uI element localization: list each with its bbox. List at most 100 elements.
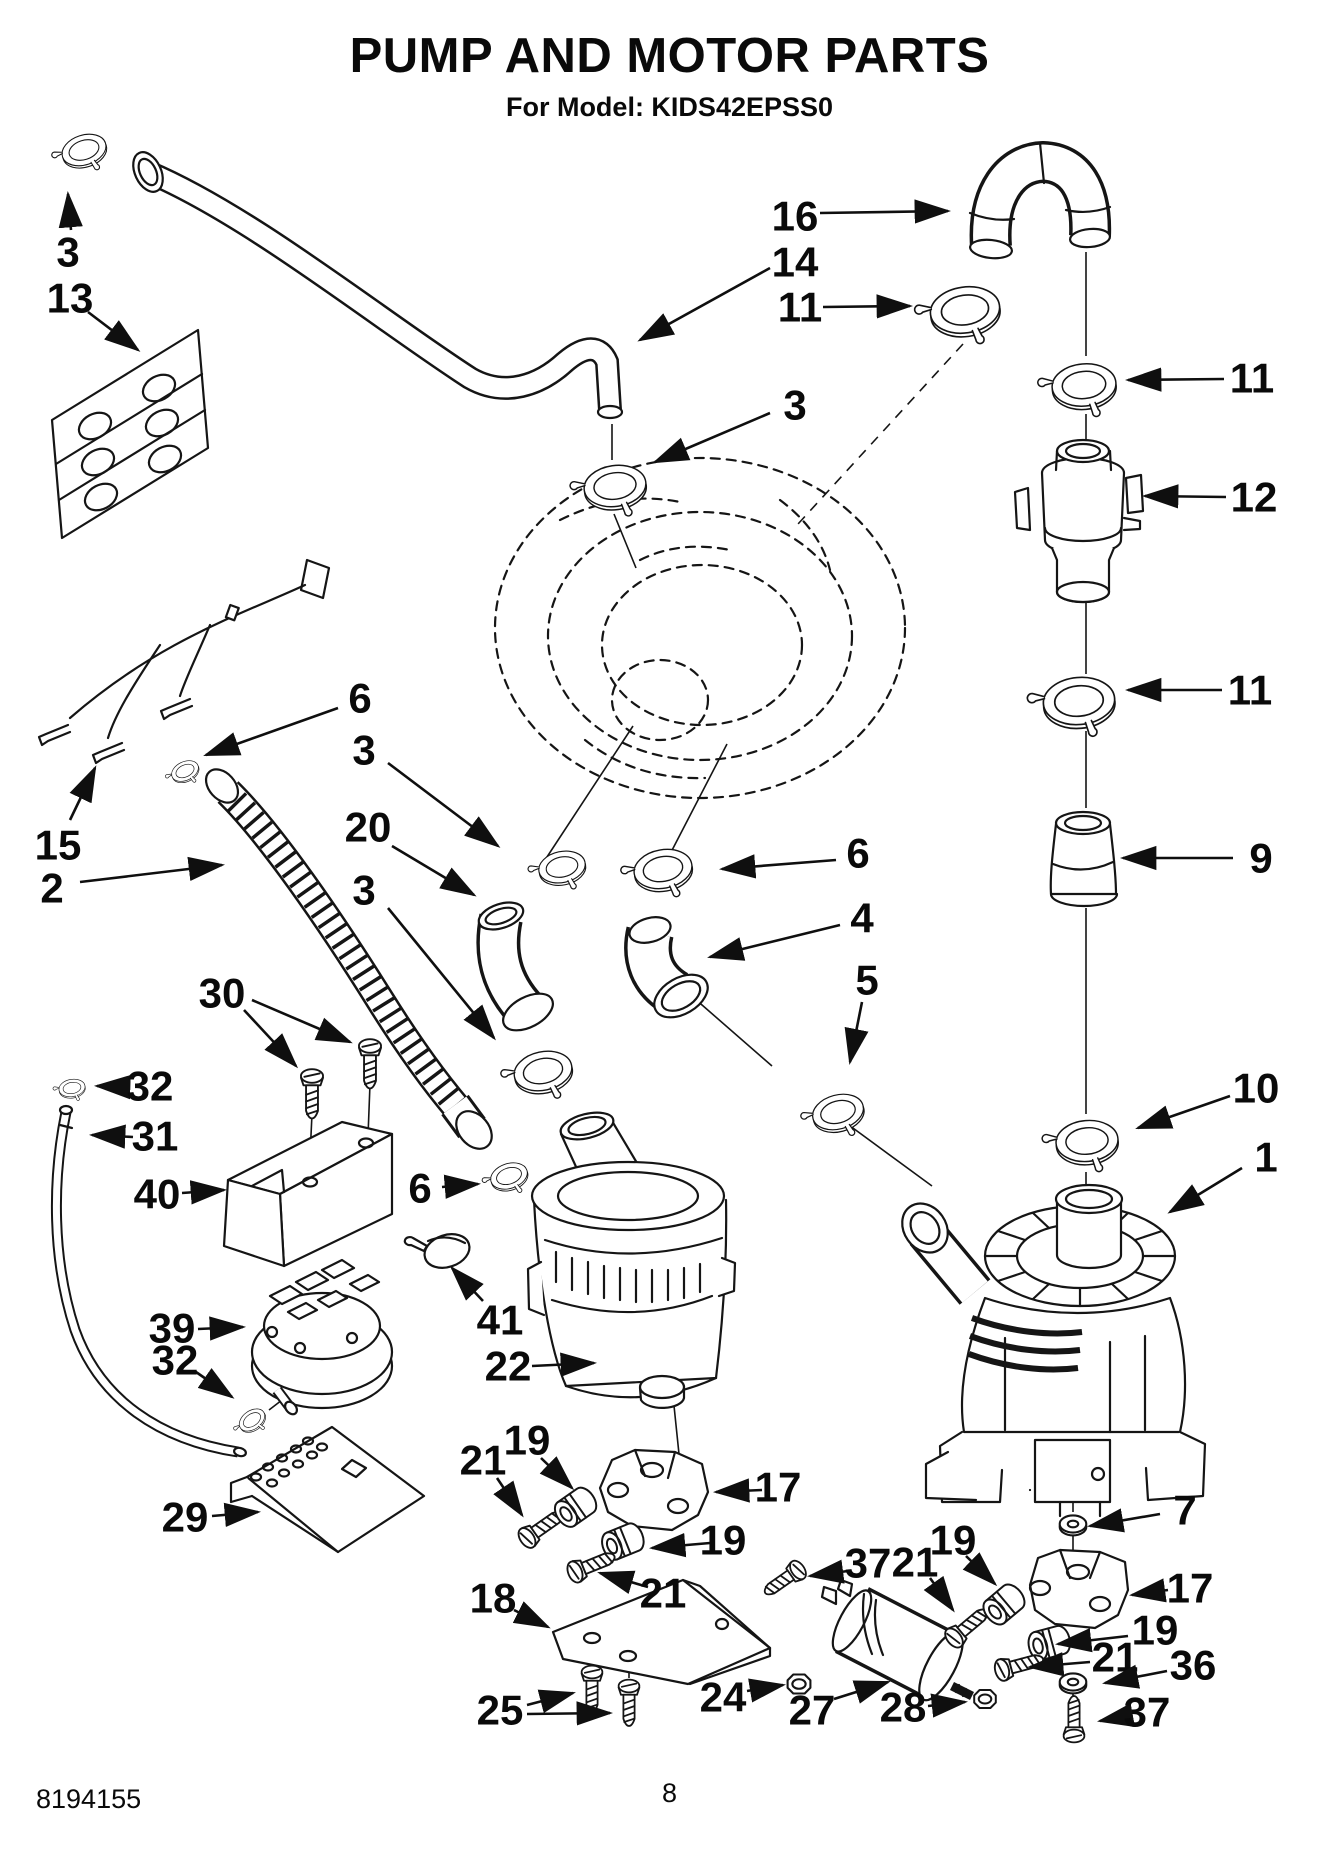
callout-19c: 19	[930, 1517, 977, 1564]
part-36-washer	[1058, 1672, 1088, 1695]
part-3-hose-clamp-d	[497, 1045, 579, 1110]
callout-29: 29	[162, 1494, 209, 1541]
callout-2: 2	[40, 865, 63, 912]
document-number: 8194155	[36, 1784, 142, 1814]
callout-arrow-39	[197, 1316, 247, 1341]
callout-21a: 21	[460, 1437, 507, 1484]
part-1-pump-motor-assembly	[901, 1183, 1207, 1518]
part-27-capacitor	[820, 1578, 975, 1702]
callout-arrow-10	[1135, 1094, 1231, 1130]
part-15-wire-harness	[37, 558, 331, 765]
part-32-clamp-a	[51, 1076, 88, 1105]
part-14-hose	[132, 151, 624, 420]
callout-arrow-32a	[93, 1074, 131, 1100]
callout-arrow-5	[844, 1001, 869, 1065]
part-17-motor-mount-right	[1028, 1548, 1130, 1630]
part-41-plug	[403, 1233, 471, 1269]
callout-arrow-6c	[441, 1174, 482, 1199]
callout-21d: 21	[1092, 1634, 1139, 1681]
callout-9: 9	[1249, 835, 1272, 882]
callout-arrow-21b	[597, 1570, 649, 1594]
callout-32b: 32	[152, 1337, 199, 1384]
part-22-motor-assembly	[526, 1111, 737, 1409]
page-number: 8	[661, 1778, 678, 1808]
callout-12: 12	[1231, 474, 1278, 521]
callout-17b: 17	[1167, 1565, 1214, 1612]
callout-19b: 19	[700, 1517, 747, 1564]
callout-22: 22	[485, 1343, 532, 1390]
callout-arrow-37b	[1097, 1703, 1135, 1727]
callout-36: 36	[1170, 1642, 1217, 1689]
callout-arrow-36	[1102, 1664, 1168, 1689]
part-10-hose-clamp	[1040, 1117, 1122, 1177]
callout-arrow-13	[87, 310, 141, 352]
callout-arrow-32b	[195, 1368, 235, 1399]
part-30-screw-b	[358, 1038, 382, 1090]
callout-28: 28	[880, 1684, 927, 1731]
callout-15: 15	[35, 822, 82, 869]
part-3-hose-clamp-c	[525, 846, 591, 898]
model-subtitle: For Model: KIDS42EPSS0	[505, 92, 834, 122]
callout-arrow-3d	[386, 907, 496, 1041]
part-12-check-valve	[1013, 438, 1145, 1492]
callout-arrow-24	[746, 1678, 786, 1703]
part-31-pressure-hose	[50, 1104, 247, 1458]
part-19-bushing-c	[977, 1579, 1031, 1630]
callout-arrow-18	[512, 1601, 551, 1629]
callout-arrow-21c	[923, 1575, 955, 1613]
callout-24: 24	[700, 1674, 747, 1721]
callout-37b: 37	[1124, 1689, 1171, 1736]
sump-phantom-outline	[493, 456, 907, 800]
callout-7: 7	[1173, 1487, 1196, 1534]
callout-arrow-21a	[493, 1477, 524, 1518]
callout-11b: 11	[1230, 355, 1274, 402]
part-9-rubber-boot	[1049, 810, 1119, 908]
callout-25: 25	[477, 1687, 524, 1734]
callout-arrow-7	[1087, 1508, 1161, 1533]
callout-20: 20	[345, 804, 392, 851]
part-18-base-plate	[551, 1578, 772, 1686]
part-5-hose-clamp	[797, 1088, 871, 1148]
part-11-hose-clamp-a	[911, 281, 1006, 353]
part-25-screw-b	[617, 1678, 641, 1727]
callout-arrow-22	[531, 1352, 598, 1377]
callout-arrow-19a	[539, 1456, 575, 1491]
callout-arrow-19b	[648, 1533, 711, 1558]
callout-arrow-37a	[806, 1559, 849, 1584]
callout-arrow-27	[833, 1680, 891, 1704]
callout-arrow-11b	[1124, 367, 1225, 392]
callout-arrow-17a	[712, 1478, 763, 1503]
callout-17a: 17	[755, 1464, 802, 1511]
callout-arrow-15	[68, 765, 97, 821]
part-28-nut	[973, 1689, 997, 1709]
part-4-hose	[624, 916, 709, 1019]
callout-37a: 37	[845, 1540, 892, 1587]
callout-19d: 19	[1132, 1607, 1179, 1654]
callout-6b: 6	[348, 675, 371, 722]
part-29-mounting-plate	[229, 1425, 426, 1554]
part-37-screw-b	[1062, 1695, 1086, 1744]
part-6-hose-clamp-left	[162, 756, 205, 793]
callout-arrow-6a	[718, 854, 837, 879]
part-37-screw-a	[758, 1556, 811, 1603]
callout-1: 1	[1254, 1134, 1277, 1181]
callout-arrow-19d	[1054, 1628, 1129, 1653]
part-11-hose-clamp-c	[1025, 673, 1119, 743]
callout-5: 5	[855, 957, 878, 1004]
callout-41: 41	[477, 1297, 524, 1344]
callout-18: 18	[470, 1575, 517, 1622]
part-13-sound-pad	[50, 328, 210, 540]
callout-21b: 21	[640, 1570, 687, 1617]
callout-3a: 3	[56, 229, 79, 276]
callout-27: 27	[789, 1687, 836, 1734]
part-11-hose-clamp-b	[1035, 360, 1120, 423]
callout-39: 39	[149, 1305, 196, 1352]
part-6-hose-clamp-mid	[617, 844, 698, 907]
callout-arrow-40	[181, 1180, 228, 1205]
callout-21c: 21	[892, 1539, 939, 1586]
callout-3d: 3	[352, 867, 375, 914]
part-40-bracket	[222, 1120, 394, 1268]
part-30-screw-a	[300, 1068, 324, 1120]
callout-31: 31	[132, 1113, 179, 1160]
